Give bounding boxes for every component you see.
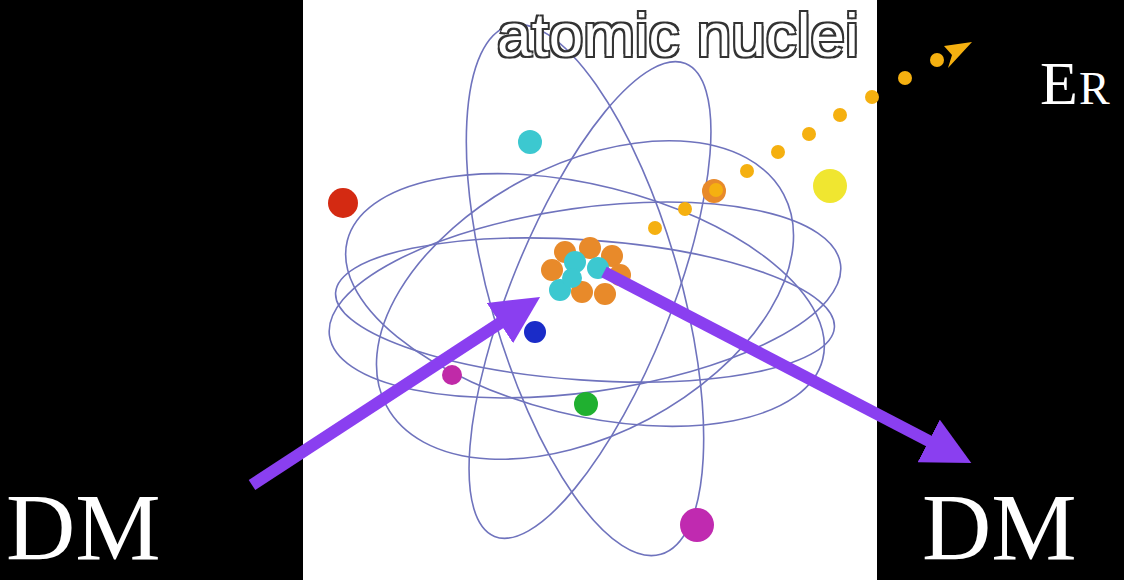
image-ground	[303, 0, 877, 580]
nucleus	[541, 237, 631, 305]
recoil-dots	[648, 42, 972, 235]
heading: atomic nuclei	[497, 4, 859, 66]
orbits	[317, 0, 854, 580]
energy-subscript: R	[1079, 66, 1110, 112]
dm-label: DM	[6, 480, 161, 576]
dm-arrows	[252, 272, 950, 485]
recoil-arrowhead	[944, 42, 972, 68]
dm-label: DM	[922, 480, 1077, 576]
electrons	[328, 130, 847, 542]
energy-symbol: E	[1040, 52, 1078, 114]
